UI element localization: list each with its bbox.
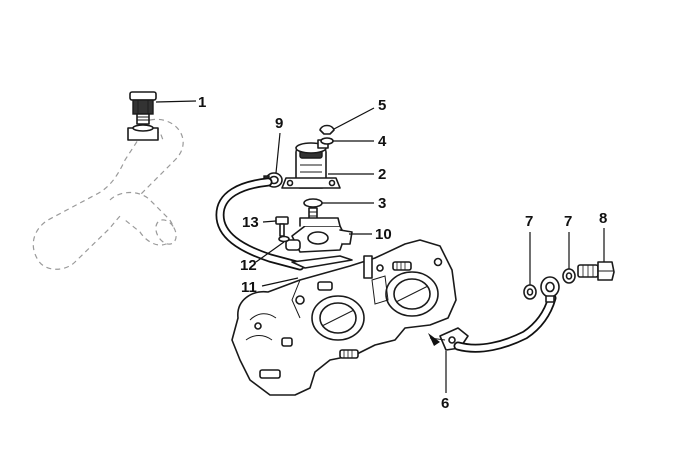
sealing-washer-a xyxy=(523,284,537,300)
breather-hose xyxy=(453,293,557,353)
callout-8: 8 xyxy=(599,210,607,227)
callout-7b: 7 xyxy=(564,213,572,230)
mounting-bolt xyxy=(275,216,289,237)
leader-lines xyxy=(155,100,605,393)
banjo-fitting xyxy=(540,276,560,303)
temperature-sensor xyxy=(127,91,159,141)
callout-4: 4 xyxy=(378,133,387,150)
callout-6: 6 xyxy=(441,395,449,412)
coolant-pipe-outline xyxy=(32,118,184,270)
callout-3: 3 xyxy=(378,195,386,212)
callout-9: 9 xyxy=(275,115,283,132)
callout-10: 10 xyxy=(375,226,392,243)
throttle-body xyxy=(231,239,457,396)
callout-7a: 7 xyxy=(525,213,533,230)
sealing-washer-b xyxy=(562,268,576,284)
valve-adapter xyxy=(285,217,353,253)
callout-11: 11 xyxy=(241,279,257,296)
flat-gasket xyxy=(291,255,353,269)
valve-gasket xyxy=(303,198,323,208)
washer xyxy=(320,137,334,145)
idle-air-hose xyxy=(215,177,305,271)
lock-washer xyxy=(278,235,290,243)
callout-13: 13 xyxy=(242,214,259,231)
idle-control-valve xyxy=(281,139,341,189)
callout-labels: 1 2 3 4 5 6 7 7 8 9 10 11 12 13 xyxy=(198,94,607,412)
callout-1: 1 xyxy=(198,94,206,111)
callout-2: 2 xyxy=(378,166,386,183)
retaining-clip xyxy=(319,124,335,135)
manifold-fittings xyxy=(259,255,412,379)
banjo-bolt xyxy=(577,261,615,281)
callout-5: 5 xyxy=(378,97,386,114)
callout-12: 12 xyxy=(240,257,257,274)
